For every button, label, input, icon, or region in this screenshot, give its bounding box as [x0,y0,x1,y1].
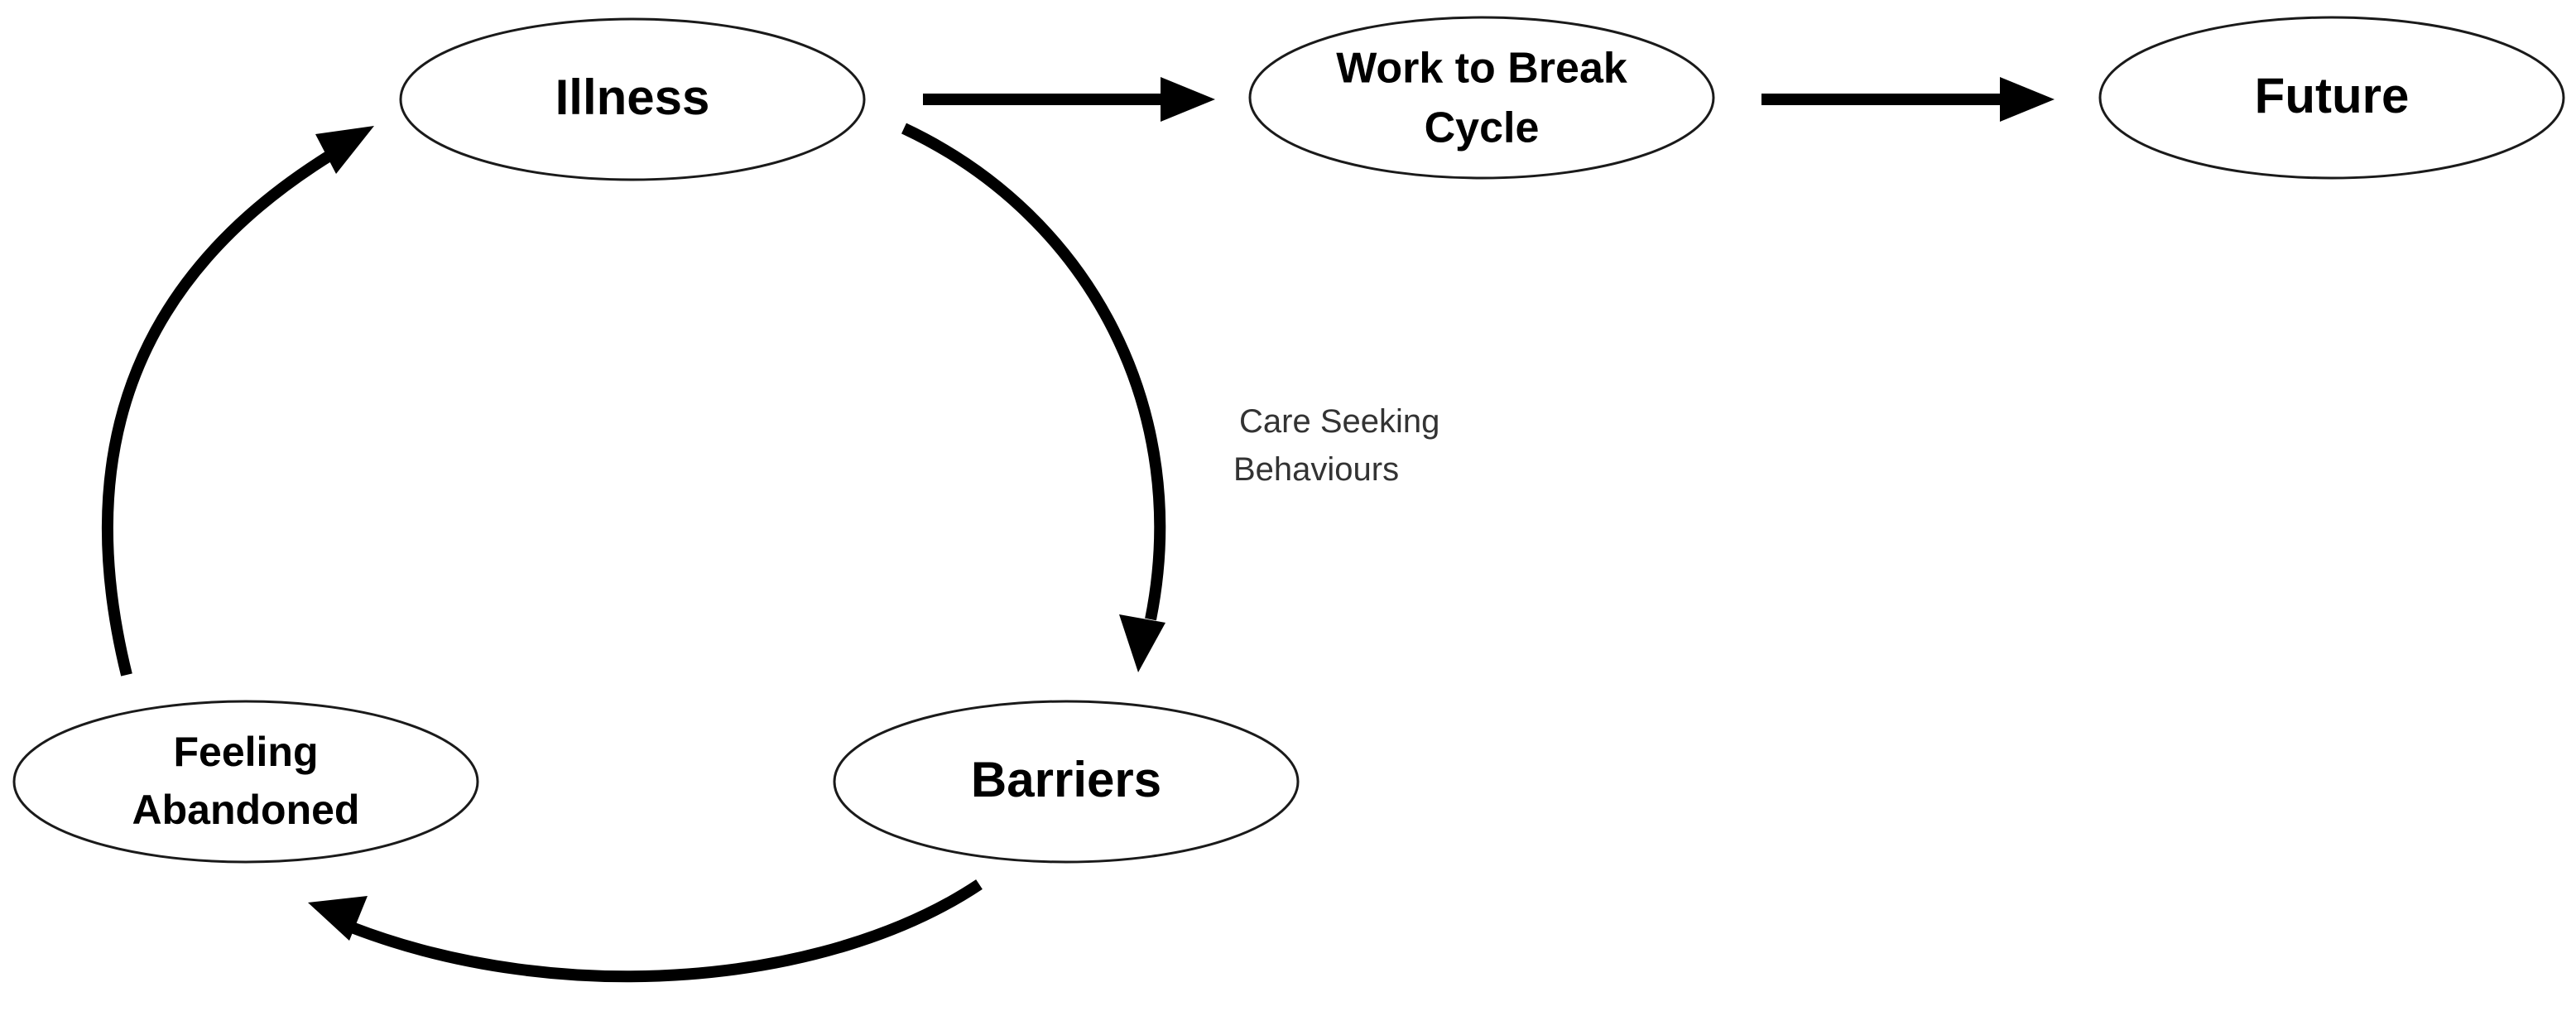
node-feeling-abandoned-label-line-2: Abandoned [132,787,360,833]
edge-label-line-1: Care Seeking [1239,403,1439,440]
node-illness-shape [399,17,866,181]
edge-work-to-future-arrowhead [2000,77,2055,122]
edge-feeling-abandoned-to-illness-arrowhead [315,126,374,174]
edge-work-to-future [1761,77,2055,122]
node-feeling-abandoned-shape [12,700,479,864]
edge-illness-to-barriers-line [901,123,1166,621]
node-work-to-break-cycle-shape [1248,16,1715,180]
node-illness-label: Illness [555,70,710,125]
node-work-to-break-cycle-label-line-1: Work to Break [1336,45,1627,93]
node-future-shape [2098,16,2565,180]
edge-illness-to-barriers-label: Care Seeking Behaviours [1233,403,1439,488]
node-barriers: Barriers [833,700,1300,864]
node-future: Future [2098,16,2565,180]
edge-illness-to-work-arrowhead [1161,77,1215,122]
node-illness: Illness [399,17,866,181]
node-future-label: Future [2255,68,2410,123]
edge-illness-to-work [923,77,1215,122]
edge-illness-to-barriers-arrowhead [1119,614,1165,672]
node-feeling-abandoned: Feeling Abandoned [12,700,479,864]
node-feeling-abandoned-label-line-1: Feeling [173,729,318,775]
node-barriers-shape [833,700,1300,864]
edge-feeling-abandoned-to-illness [101,126,374,677]
node-barriers-label: Barriers [971,752,1161,807]
node-work-to-break-cycle: Work to Break Cycle [1248,16,1715,180]
edge-feeling-abandoned-to-illness-line [101,148,337,677]
edge-barriers-to-feeling-abandoned-arrowhead [308,896,368,941]
edge-barriers-to-feeling-abandoned [308,879,983,983]
edge-barriers-to-feeling-abandoned-line [349,879,983,983]
edge-illness-to-barriers [901,123,1166,672]
node-work-to-break-cycle-label-line-2: Cycle [1425,104,1540,152]
edge-label-line-2: Behaviours [1233,451,1399,488]
